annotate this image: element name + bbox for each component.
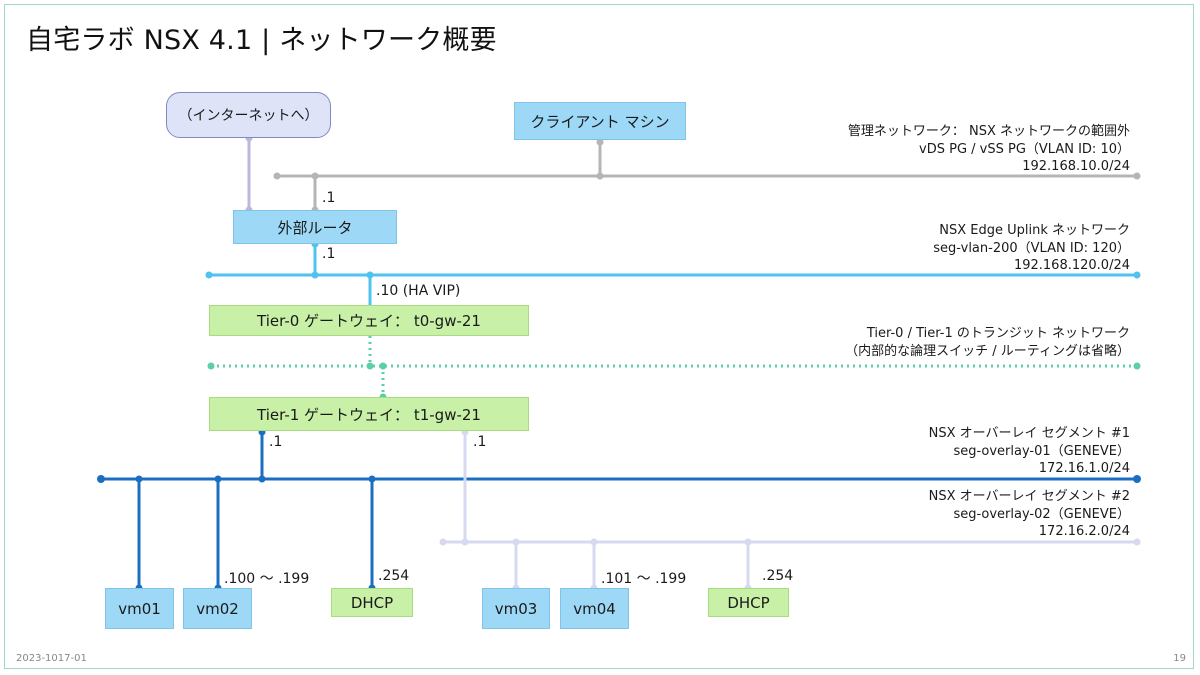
internet-link bbox=[245, 134, 253, 214]
mgmt-network-cidr: 192.168.10.0/24 bbox=[1022, 159, 1130, 174]
slide-page-number: 19 bbox=[1173, 653, 1186, 664]
overlay2-cidr: 172.16.2.0/24 bbox=[1038, 524, 1130, 539]
router-uplink-ip-label: .1 bbox=[322, 246, 336, 262]
mgmt-network-pg: vDS PG / vSS PG（VLAN ID: 10） bbox=[919, 141, 1130, 157]
seg1-range-label: .100 ～ .199 bbox=[224, 571, 310, 587]
overlay1-segment: seg-overlay-01（GENEVE） bbox=[953, 443, 1130, 459]
overlay2-name: NSX オーバーレイ セグメント #2 bbox=[928, 489, 1130, 504]
vm02-node: vm02 bbox=[183, 588, 252, 629]
router-mgmt-ip-label: .1 bbox=[322, 190, 336, 206]
seg1-dhcp-ip-label: .254 bbox=[378, 568, 410, 584]
mgmt-network-line bbox=[273, 138, 1141, 214]
dhcp2-node: DHCP bbox=[708, 588, 789, 617]
slide-frame bbox=[4, 4, 1194, 669]
overlay2-description: NSX オーバーレイ セグメント #2 seg-overlay-02（GENEV… bbox=[929, 488, 1130, 541]
mgmt-network-description: 管理ネットワーク： NSX ネットワークの範囲外 vDS PG / vSS PG… bbox=[848, 123, 1130, 176]
overlay1-description: NSX オーバーレイ セグメント #1 seg-overlay-01（GENEV… bbox=[929, 425, 1130, 478]
vm03-node: vm03 bbox=[482, 588, 550, 629]
overlay1-cidr: 172.16.1.0/24 bbox=[1038, 461, 1130, 476]
tier0-gateway-node: Tier-0 ゲートウェイ： t0-gw-21 bbox=[209, 305, 529, 336]
vm01-node: vm01 bbox=[105, 588, 174, 629]
tier1-gateway-node: Tier-1 ゲートウェイ： t1-gw-21 bbox=[209, 397, 529, 431]
seg2-range-label: .101 ～ .199 bbox=[601, 571, 687, 587]
external-router-node: 外部ルータ bbox=[233, 210, 397, 244]
overlay1-name: NSX オーバーレイ セグメント #1 bbox=[928, 426, 1130, 441]
internet-node: （インターネットへ） bbox=[166, 92, 331, 138]
uplink-network-cidr: 192.168.120.0/24 bbox=[1013, 258, 1130, 273]
transit-network-name: Tier-0 / Tier-1 のトランジット ネットワーク bbox=[866, 326, 1130, 341]
dhcp1-node: DHCP bbox=[331, 588, 413, 617]
uplink-network-description: NSX Edge Uplink ネットワーク seg-vlan-200（VLAN… bbox=[933, 222, 1130, 275]
seg2-dhcp-ip-label: .254 bbox=[762, 568, 794, 584]
slide-footer-code: 2023-1017-01 bbox=[16, 653, 87, 664]
transit-network-description: Tier-0 / Tier-1 のトランジット ネットワーク （内部的な論理スイ… bbox=[845, 325, 1130, 360]
overlay2-segment: seg-overlay-02（GENEVE） bbox=[953, 506, 1130, 522]
mgmt-network-name: 管理ネットワーク： NSX ネットワークの範囲外 bbox=[847, 124, 1130, 139]
uplink-network-segment: seg-vlan-200（VLAN ID: 120） bbox=[933, 240, 1130, 256]
t1-seg2-ip-label: .1 bbox=[473, 434, 487, 450]
transit-network-note: （内部的な論理スイッチ / ルーティングは省略） bbox=[845, 343, 1130, 359]
t1-seg1-ip-label: .1 bbox=[269, 434, 283, 450]
slide-title: 自宅ラボ NSX 4.1 | ネットワーク概要 bbox=[26, 25, 497, 56]
vm04-node: vm04 bbox=[560, 588, 629, 629]
t0-vip-label: .10 (HA VIP) bbox=[376, 283, 461, 299]
uplink-network-name: NSX Edge Uplink ネットワーク bbox=[939, 223, 1130, 238]
client-machine-node: クライアント マシン bbox=[514, 102, 686, 140]
